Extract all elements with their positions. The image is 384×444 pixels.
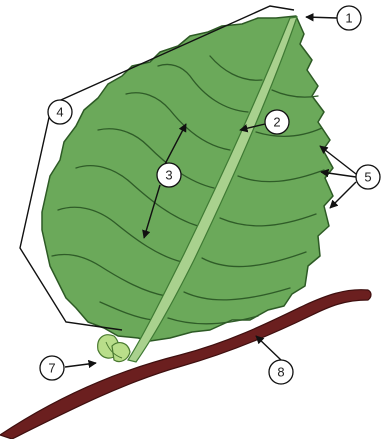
leader-5c	[330, 182, 356, 208]
callout-1-label: 1	[345, 11, 352, 26]
callout-2: 2	[265, 110, 289, 134]
leader-7	[65, 363, 96, 367]
leaf-blade	[42, 16, 333, 341]
leader-8	[256, 336, 281, 360]
callout-1: 1	[337, 6, 361, 30]
axillary-bud	[98, 335, 130, 362]
callout-8: 8	[269, 360, 293, 384]
callout-3: 3	[157, 163, 181, 187]
callout-8-label: 8	[277, 365, 284, 380]
callout-7-label: 7	[48, 361, 55, 376]
callout-4: 4	[48, 100, 72, 124]
callout-3-label: 3	[165, 168, 172, 183]
callout-5-label: 5	[364, 170, 371, 185]
callout-7: 7	[40, 356, 64, 380]
callout-5: 5	[356, 165, 380, 189]
callout-2-label: 2	[273, 115, 280, 130]
leader-1	[306, 17, 337, 18]
callout-4-label: 4	[56, 105, 63, 120]
